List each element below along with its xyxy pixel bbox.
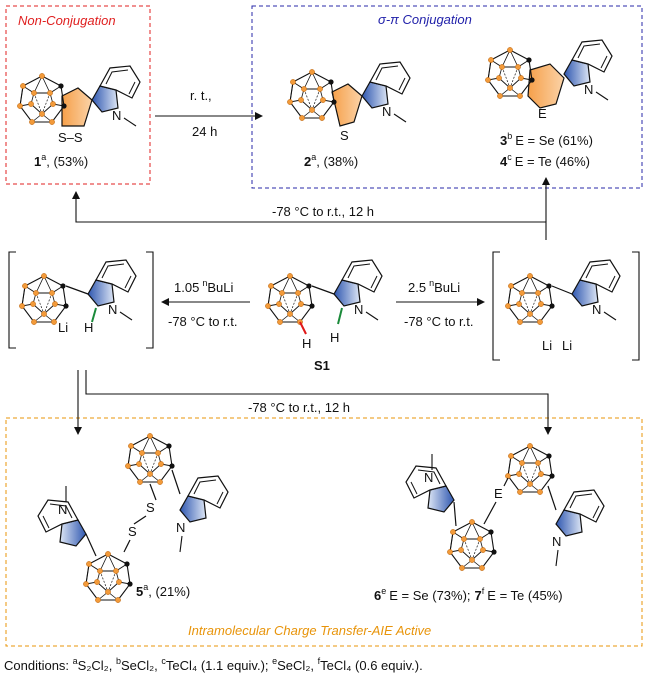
arrow-left-dilithio-to-1 <box>72 191 547 240</box>
s1-h-green: H <box>330 330 339 345</box>
monolithio-li-atom: Li <box>58 320 68 335</box>
panel-title-non-conjugation: Non-Conjugation <box>18 13 116 28</box>
condition-top: -78 °C to r.t., 12 h <box>272 204 374 219</box>
panel-title-conjugation: σ-π Conjugation <box>378 12 472 27</box>
compound-6-7-n-right: N <box>552 534 561 549</box>
monolithio-n-atom: N <box>108 302 117 317</box>
compound-6-7-e-atom: E <box>494 486 503 501</box>
compound-1-ss-atoms: S–S <box>58 130 83 145</box>
conjugation-box <box>251 5 643 189</box>
condition-rt: r. t., <box>190 88 212 103</box>
compound-1-structure: N S–S <box>16 65 141 145</box>
dilithio-li-2: Li <box>562 338 572 353</box>
condition-24h: 24 h <box>192 124 217 139</box>
compound-2-s-atom: S <box>340 128 349 143</box>
panel-title-ict-aie: Intramolecular Charge Transfer-AIE Activ… <box>188 623 431 638</box>
compound-2-label: 2a, (38%) <box>304 152 358 169</box>
compound-2-structure: N S <box>286 61 411 143</box>
dilithio-intermediate: N Li Li <box>492 251 640 361</box>
compound-1-n-atom: N <box>112 108 121 123</box>
left-temperature: -78 °C to r.t. <box>168 314 238 329</box>
monolithio-h-atom: H <box>84 320 93 335</box>
right-temperature: -78 °C to r.t. <box>404 314 474 329</box>
compound-5-n-right: N <box>176 520 185 535</box>
compound-6-7-n-left: N <box>424 470 433 485</box>
condition-bottom: -78 °C to r.t., 12 h <box>248 400 350 415</box>
s1-label: S1 <box>314 358 330 373</box>
compound-5-s-atom-2: S <box>128 524 137 539</box>
s1-h-red: H <box>302 336 311 351</box>
s1-structure: N H H <box>264 259 383 351</box>
non-conjugation-box <box>5 5 151 185</box>
compound-3-4-e-atom: E <box>538 106 547 121</box>
conditions-footnote: Conditions: aS₂Cl₂, bSeCl₂, cTeCl₄ (1.1 … <box>4 656 423 673</box>
dilithio-li-1: Li <box>542 338 552 353</box>
compound-3-4-n-atom: N <box>584 82 593 97</box>
compound-6-7-structure: E N N <box>405 442 605 572</box>
compound-1-label: 1a, (53%) <box>34 152 88 169</box>
arrow-monolithio-to-6-7 <box>85 370 552 435</box>
compound-5-label: 5a, (21%) <box>136 582 190 599</box>
compound-5-structure: S S N N <box>37 432 229 604</box>
monolithio-intermediate: N H Li <box>8 251 154 349</box>
compound-2-n-atom: N <box>382 104 391 119</box>
compound-5-s-atom-1: S <box>146 500 155 515</box>
compound-3-4-structure: N E <box>484 39 613 121</box>
s1-n-atom: N <box>354 302 363 317</box>
ict-aie-box <box>5 417 643 647</box>
compound-5-n-left: N <box>58 502 67 517</box>
dilithio-n-atom: N <box>592 302 601 317</box>
